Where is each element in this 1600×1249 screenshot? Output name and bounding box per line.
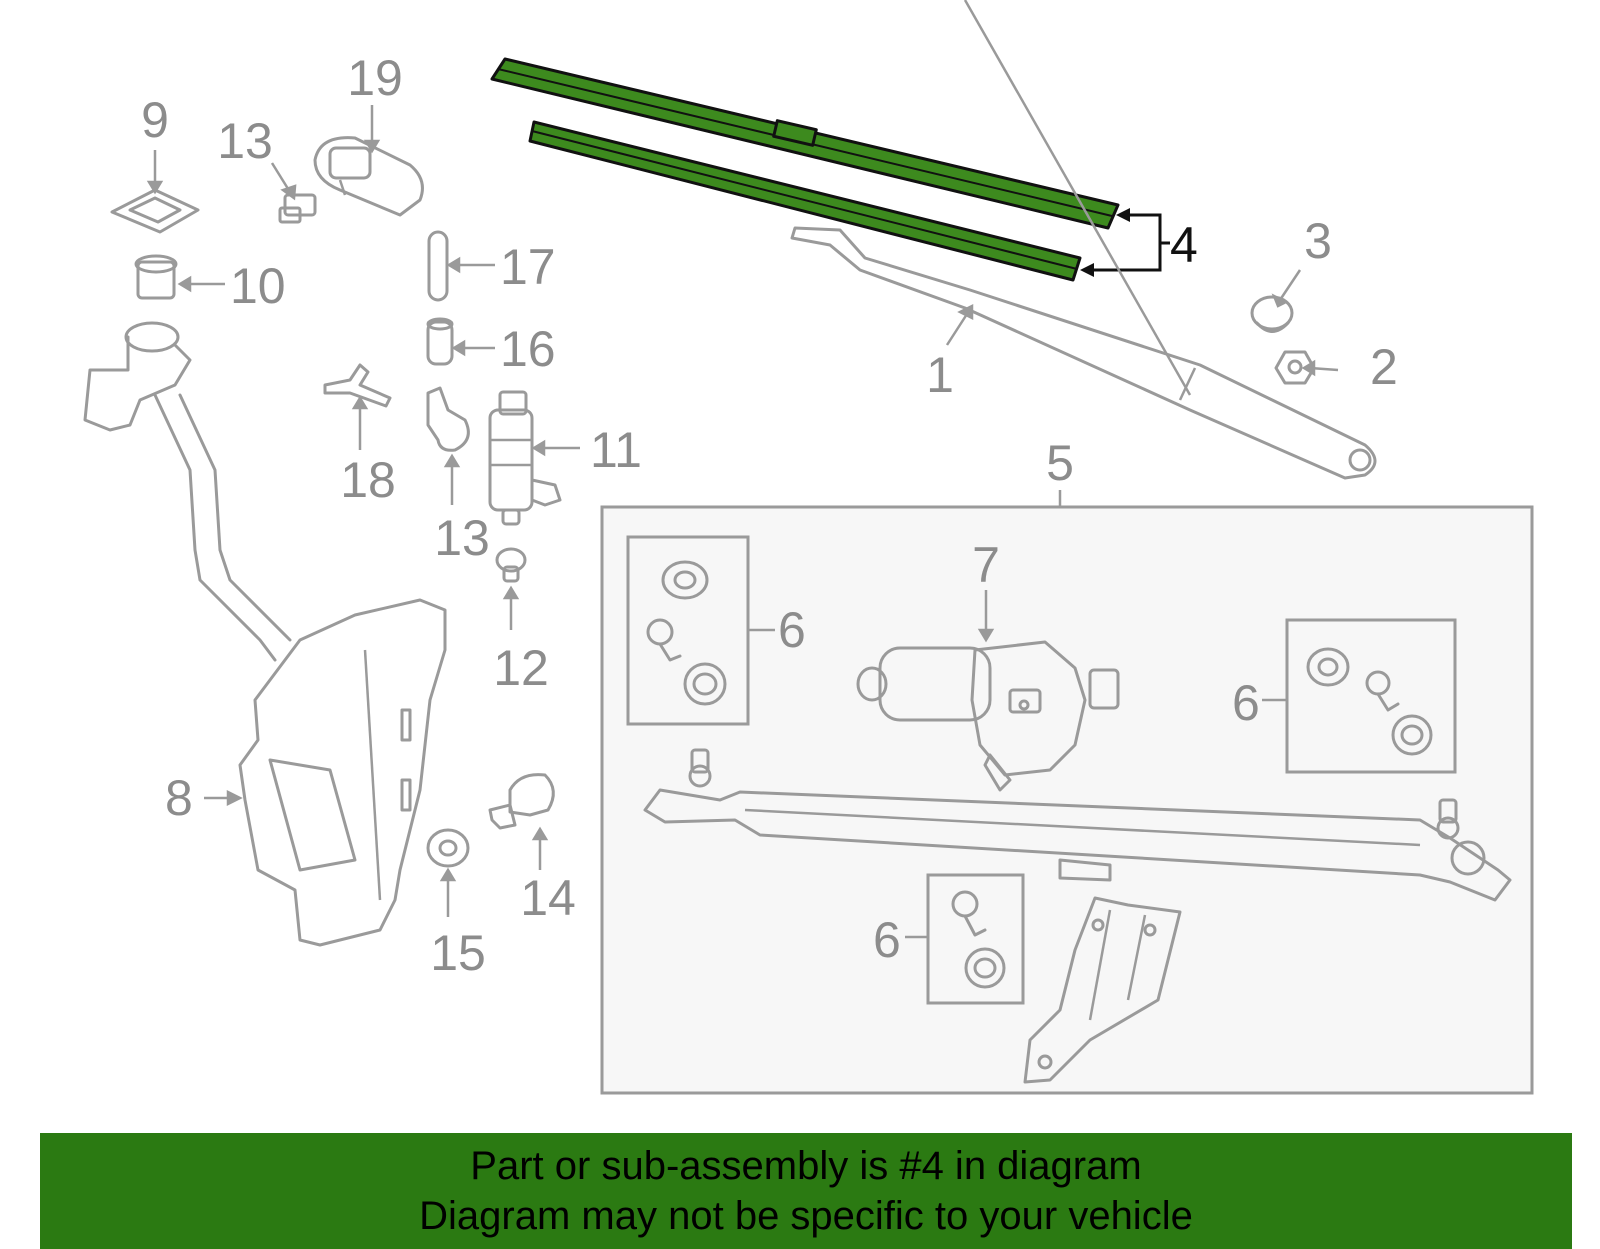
filler-cap-plate[interactable]	[110, 188, 200, 234]
callout-8: 8	[165, 770, 193, 826]
callout-13a: 13	[217, 113, 273, 169]
grommet-16[interactable]	[426, 317, 454, 366]
callout-11: 11	[590, 422, 642, 478]
callout-5: 5	[1046, 435, 1074, 491]
hose-17[interactable]	[427, 230, 449, 302]
callout-4: 4	[1170, 217, 1198, 273]
kit-box-6b	[1285, 618, 1457, 774]
info-banner: Part or sub-assembly is #4 in diagram Di…	[40, 1133, 1572, 1249]
callout-4-bracket	[1080, 208, 1170, 277]
kit-6b-parts[interactable]	[1306, 647, 1433, 756]
callout-12: 12	[493, 640, 549, 696]
filler-neck-cap[interactable]	[134, 254, 178, 300]
banner-line-2: Diagram may not be specific to your vehi…	[419, 1194, 1193, 1238]
linkage-bracket[interactable]	[1023, 896, 1182, 1084]
callout-6c: 6	[873, 912, 901, 968]
callout-6b: 6	[1232, 675, 1260, 731]
hose-joint-18[interactable]	[323, 363, 392, 408]
callout-18: 18	[340, 452, 396, 508]
pivot-cap[interactable]	[1250, 295, 1294, 333]
kit-6a-parts[interactable]	[646, 560, 727, 706]
washer-reservoir[interactable]	[83, 321, 447, 947]
callout-19: 19	[347, 50, 403, 106]
leader-lines	[146, 105, 1339, 939]
rain-sensor[interactable]	[313, 136, 424, 217]
callout-13b: 13	[434, 510, 490, 566]
connector-upper[interactable]	[278, 193, 317, 224]
linkage-assembly-box	[600, 505, 1534, 1095]
callout-3: 3	[1304, 213, 1332, 269]
pump-grommet-12[interactable]	[495, 547, 527, 583]
wiper-blade-lower[interactable]	[528, 120, 1082, 282]
wiper-blade-upper[interactable]	[490, 57, 1120, 230]
callout-9: 9	[141, 92, 169, 148]
kit-box-6c	[926, 873, 1025, 1005]
wiper-linkage[interactable]	[643, 748, 1512, 902]
kit-6c-parts[interactable]	[951, 890, 1006, 989]
callout-2: 2	[1370, 339, 1398, 395]
callout-17: 17	[500, 239, 556, 295]
level-sensor-14[interactable]	[488, 773, 555, 830]
connector-lower[interactable]	[426, 386, 470, 452]
callout-15: 15	[430, 925, 486, 981]
wiper-arm[interactable]	[790, 0, 1377, 480]
callout-10: 10	[230, 258, 286, 314]
banner-line-1: Part or sub-assembly is #4 in diagram	[470, 1144, 1142, 1188]
callout-1: 1	[926, 347, 954, 403]
pivot-nut[interactable]	[1274, 350, 1316, 385]
callout-16: 16	[500, 321, 556, 377]
wiper-motor[interactable]	[856, 640, 1120, 792]
grommet-15[interactable]	[426, 828, 470, 868]
washer-pump[interactable]	[488, 390, 562, 526]
callout-6a: 6	[778, 602, 806, 658]
callout-7: 7	[972, 537, 1000, 593]
callout-14: 14	[520, 870, 576, 926]
